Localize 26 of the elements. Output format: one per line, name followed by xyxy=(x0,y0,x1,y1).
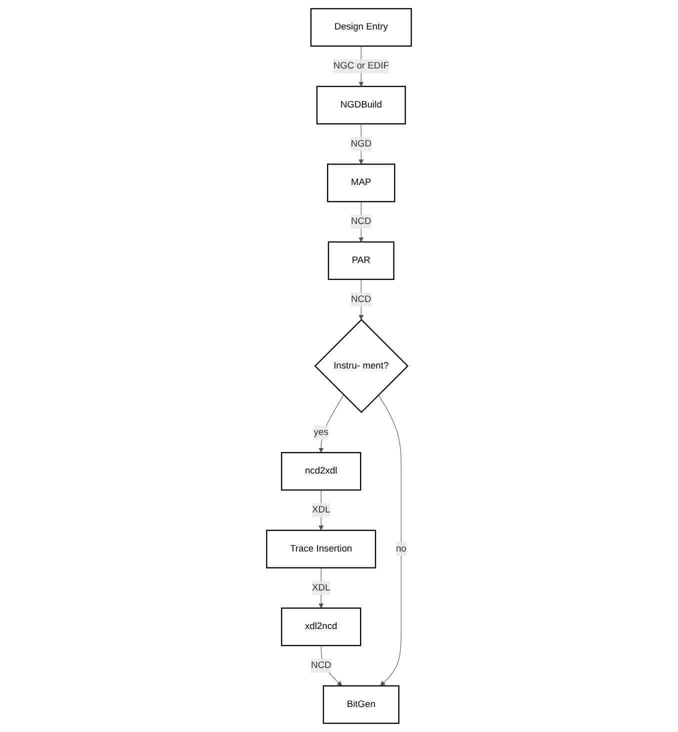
edge-label: XDL xyxy=(312,582,330,593)
node-box: xdl2ncd xyxy=(281,608,362,646)
node-box: PAR xyxy=(328,241,394,280)
edge-label: XDL xyxy=(312,504,330,515)
edge-label: NGD xyxy=(350,138,372,149)
arrow xyxy=(358,279,364,320)
node-box: MAP xyxy=(327,164,396,202)
node-box: NGDBuild xyxy=(316,86,406,124)
node-box: ncd2xdl xyxy=(281,452,362,491)
edge-label: NCD xyxy=(351,294,372,304)
arrow xyxy=(358,124,364,164)
edge-label: NCD xyxy=(310,660,332,670)
arrow xyxy=(318,568,324,608)
edge-label: NCD xyxy=(351,216,372,226)
node-box: Design Entry xyxy=(310,8,412,47)
edge-label: NGC or EDIF xyxy=(333,61,389,71)
edge-label: no xyxy=(396,544,406,554)
arrow xyxy=(318,490,324,531)
node-box: Trace Insertion xyxy=(266,530,376,568)
node-diamond: Instru- ment? xyxy=(314,318,409,414)
edge-label: yes xyxy=(314,427,328,438)
arrow xyxy=(358,201,364,242)
arrow xyxy=(378,394,402,686)
arrow xyxy=(318,394,344,453)
arrow xyxy=(320,645,342,686)
node-box: BitGen xyxy=(322,685,400,724)
